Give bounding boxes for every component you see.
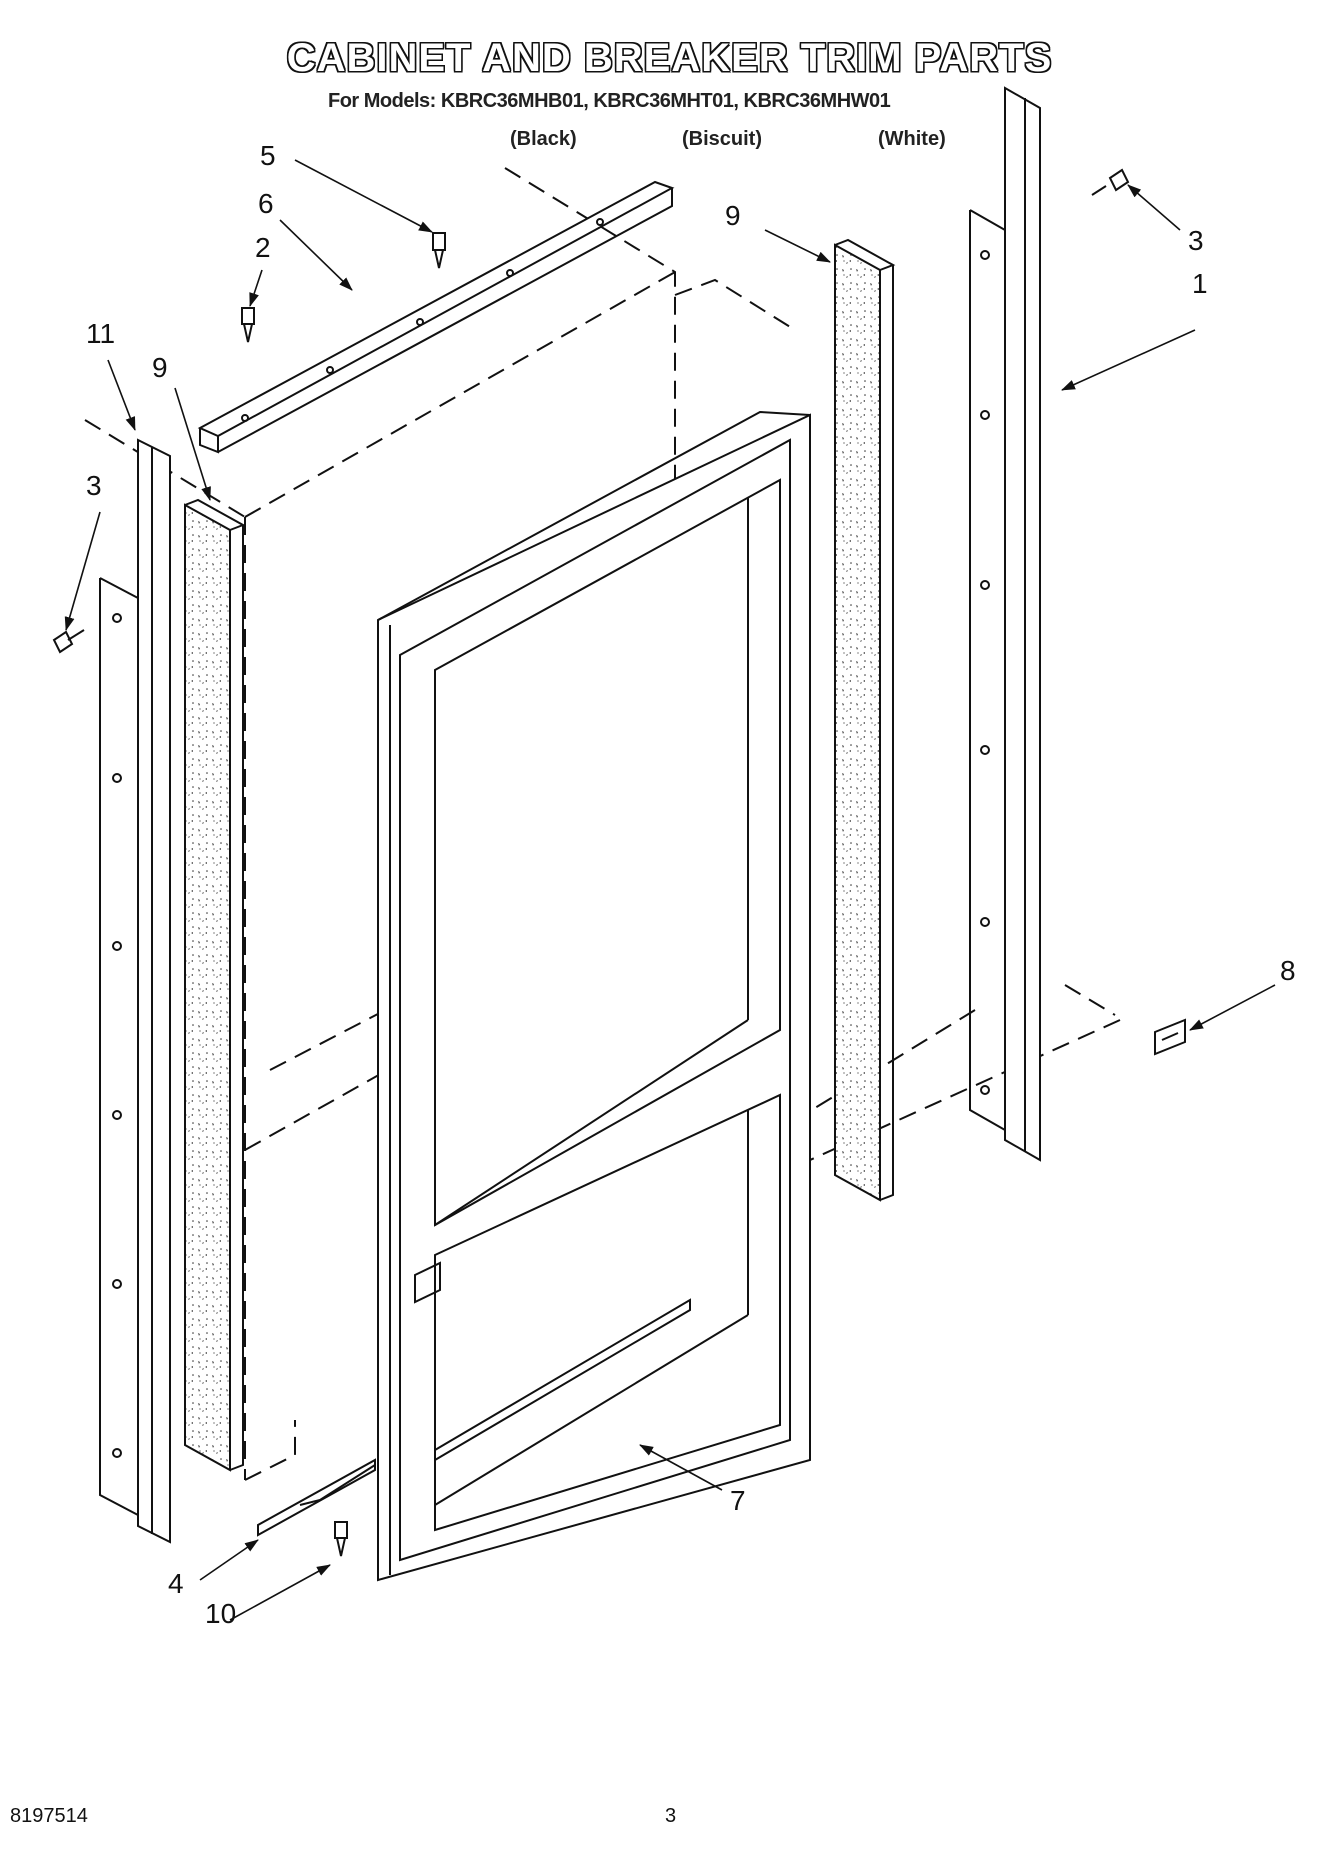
- left-foam-strip: [184, 498, 246, 1472]
- callout-11: 11: [86, 318, 116, 349]
- callout-leaders: [64, 159, 1276, 1621]
- callout-6: 6: [258, 188, 274, 219]
- left-trim-holes: [112, 613, 122, 1458]
- callout-5: 5: [260, 140, 276, 171]
- variant-white: (White): [878, 128, 946, 150]
- right-trim-holes: [980, 250, 990, 1095]
- callout-3-right: 3: [1188, 225, 1204, 256]
- variant-biscuit: (Biscuit): [682, 128, 762, 150]
- top-trim-strip: [197, 180, 675, 454]
- screw-part-2-icon: [241, 307, 255, 343]
- callout-3-left: 3: [86, 470, 102, 501]
- screw-part-3-left-icon: [52, 629, 85, 654]
- variant-black: (Black): [510, 128, 577, 150]
- screw-part-5-icon: [432, 232, 446, 269]
- callout-9-right: 9: [725, 200, 741, 231]
- callout-10: 10: [205, 1598, 237, 1629]
- document-number: 8197514: [10, 1805, 88, 1827]
- callout-7: 7: [730, 1485, 746, 1516]
- bottom-trim-strip: [257, 1458, 376, 1537]
- clip-part-8-icon: [1154, 1018, 1186, 1056]
- page-number: 3: [665, 1805, 677, 1827]
- screw-part-3-right-icon: [1091, 168, 1130, 196]
- right-cabinet-trim: [969, 86, 1041, 1162]
- callout-2: 2: [255, 232, 271, 263]
- right-foam-strip: [834, 238, 896, 1202]
- screw-part-10-icon: [334, 1521, 348, 1557]
- page-title: CABINET AND BREAKER TRIM PARTS: [286, 36, 1053, 80]
- callout-8: 8: [1280, 955, 1296, 986]
- models-line: For Models: KBRC36MHB01, KBRC36MHT01, KB…: [328, 90, 891, 112]
- breaker-trim-frame: [377, 410, 811, 1582]
- left-cabinet-trim: [99, 438, 171, 1544]
- callout-1: 1: [1192, 268, 1208, 299]
- callout-9-left: 9: [152, 352, 168, 383]
- callout-4: 4: [168, 1568, 184, 1599]
